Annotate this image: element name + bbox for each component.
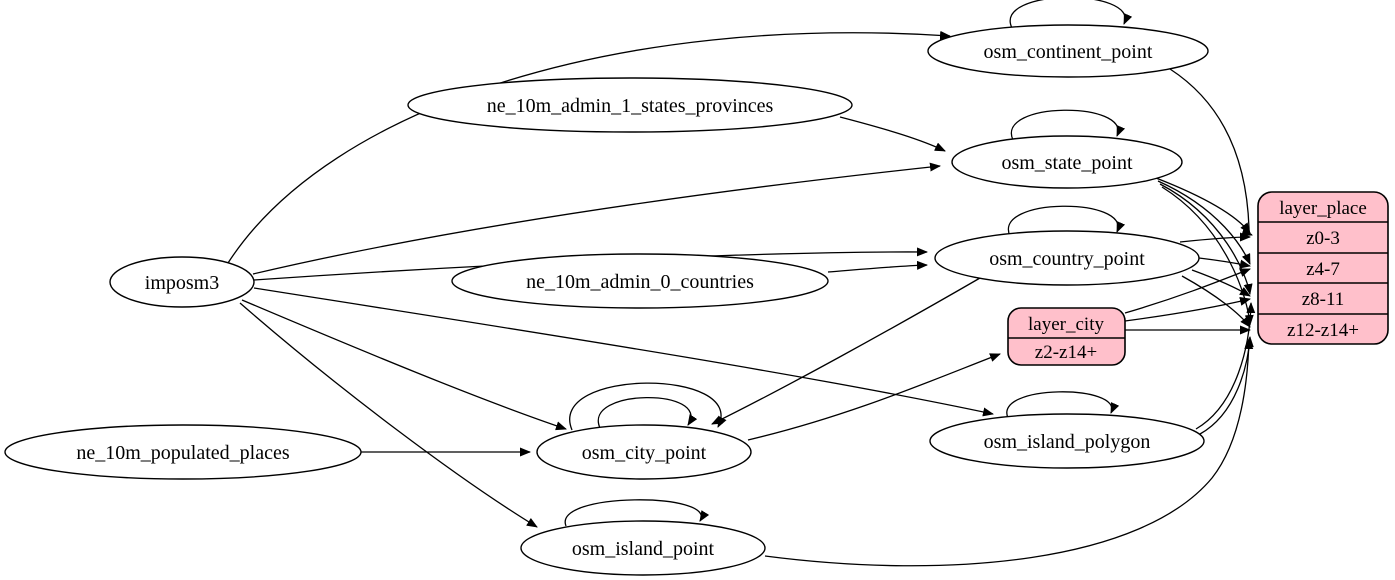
layer-place-title: layer_place: [1279, 198, 1367, 219]
node-osm-state-point: osm_state_point: [951, 135, 1183, 189]
edge-osm-continent-point-zplace-z0-3: [1169, 68, 1253, 237]
self-loop-osm-city-point-outer: [569, 382, 727, 431]
edge-imposm3-osm-island-polygon: [253, 287, 994, 417]
edge-osm-country-point-zplace-z0-3: [1179, 232, 1251, 243]
country-shape: [934, 230, 1200, 286]
edge-ne1states-osm-state-point: [839, 116, 946, 152]
edge-imposm3-osm-continent-point: [227, 30, 951, 264]
continent-label: osm_continent_point: [984, 41, 1153, 63]
islandpoint-label: osm_island_point: [572, 538, 715, 560]
country-label: osm_country_point: [989, 248, 1145, 270]
self-loop-osm-continent-point: [1009, 0, 1133, 29]
self-loop-osm-city-point-inner: [597, 397, 698, 429]
ne1-label: ne_10m_admin_1_states_provinces: [487, 95, 774, 117]
state-label: osm_state_point: [1001, 152, 1133, 174]
imposm3-label: imposm3: [145, 272, 219, 294]
edge-osm-island-point-zplace-z12-z14: [764, 338, 1254, 567]
edge-osm-island-polygon-zplace-z8-11: [1195, 302, 1256, 430]
node-osm-island-point: osm_island_point: [520, 520, 766, 576]
edge-imposm3-osm-state-point: [252, 162, 941, 275]
layer-place-shape: [1257, 191, 1389, 345]
node-imposm3: imposm3: [109, 256, 255, 308]
edge-osm-country-point-osm-city-point: [711, 277, 981, 425]
edge-layer-city-zplace-z8-11: [1124, 296, 1251, 322]
edge-osm-state-point-zplace-z4-7: [1157, 180, 1251, 265]
ne0-label: ne_10m_admin_0_countries: [526, 271, 754, 293]
edges-group: [227, 0, 1256, 567]
node-osm-country-point: osm_country_point: [934, 230, 1200, 286]
city-label: osm_city_point: [582, 442, 707, 464]
self-loop-osm-island-point: [564, 499, 710, 527]
edge-ne0countries-osm-country-point: [827, 260, 928, 273]
imposm3-shape: [109, 256, 255, 308]
edge-osm-city-point-layer-city: [747, 353, 1001, 441]
layer-place-row-z12-z14: z12-z14+: [1287, 320, 1359, 341]
edge-osm-country-point-zplace-z8-11: [1191, 269, 1251, 297]
ne0-shape: [451, 253, 829, 309]
islandpoint-shape: [520, 520, 766, 576]
layer-place-row-z8-11: z8-11: [1302, 289, 1345, 310]
layer-city-row-z2-z14: z2-z14+: [1035, 342, 1097, 363]
node-osm-island-polygon: osm_island_polygon: [929, 413, 1205, 469]
node-ne-10m-admin-0-countries: ne_10m_admin_0_countries: [451, 253, 829, 309]
continent-shape: [927, 24, 1209, 78]
edge-osm-country-point-zplace-z4-7: [1198, 257, 1251, 269]
node-ne-10m-admin-1-states-provinces: ne_10m_admin_1_states_provinces: [407, 77, 853, 133]
islandpoly-label: osm_island_polygon: [984, 431, 1151, 453]
edge-layer-city-zplace-z4-7: [1124, 268, 1251, 314]
layer-city-shape: [1007, 307, 1126, 366]
edge-osm-state-point-zplace-z12-z14: [1161, 186, 1254, 326]
node-ne-10m-populated-places: ne_10m_populated_places: [4, 424, 362, 480]
self-loop-osm-country-point: [1007, 205, 1126, 237]
self-loop-osm-state-point: [1010, 109, 1126, 141]
self-loop-osm-island-polygon: [1006, 391, 1120, 419]
edge-imposm3-osm-city-point: [241, 299, 567, 431]
record-layer-place: layer_place z0-3 z4-7 z8-11 z12-z14+: [1257, 191, 1389, 345]
edge-osm-island-polygon-zplace-z12-z14: [1199, 336, 1254, 435]
edge-osm-state-point-zplace-z0-3: [1155, 177, 1251, 234]
ne1-shape: [407, 77, 853, 133]
edge-osm-state-point-zplace-z8-11: [1159, 183, 1253, 295]
layer-place-row-z4-7: z4-7: [1306, 259, 1340, 280]
layer-city-title: layer_city: [1028, 314, 1104, 335]
state-shape: [951, 135, 1183, 189]
edge-imposm3-osm-island-point: [239, 302, 538, 528]
city-shape: [536, 424, 752, 480]
record-layer-city: layer_city z2-z14+: [1007, 307, 1126, 366]
layer-place-row-z0-3: z0-3: [1306, 228, 1340, 249]
node-osm-city-point: osm_city_point: [536, 424, 752, 480]
nepop-shape: [4, 424, 362, 480]
node-osm-continent-point: osm_continent_point: [927, 24, 1209, 78]
islandpoly-shape: [929, 413, 1205, 469]
nepop-label: ne_10m_populated_places: [76, 442, 289, 464]
